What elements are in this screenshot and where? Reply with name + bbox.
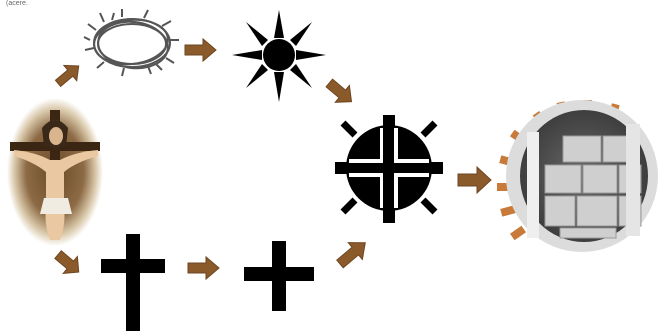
arrow-crucifix-to-latin-cross	[51, 246, 86, 280]
spiked-cross-wheel-icon	[335, 115, 443, 223]
sun-icon	[232, 10, 326, 102]
greek-cross-icon	[244, 241, 314, 311]
crucifix-image	[7, 98, 103, 246]
arrow-crucifix-to-crown	[52, 58, 86, 91]
arrow-greek-cross-to-wheel	[333, 234, 372, 272]
crown-of-thorns-icon	[84, 9, 179, 76]
arrow-crown-to-sun	[185, 39, 216, 61]
arrow-sun-to-wheel	[322, 75, 358, 110]
stone-chamber-image	[497, 100, 658, 252]
arrow-latin-cross-to-greek-cross	[188, 257, 219, 279]
latin-cross-icon	[101, 234, 165, 331]
arrow-wheel-to-chamber	[458, 167, 491, 193]
